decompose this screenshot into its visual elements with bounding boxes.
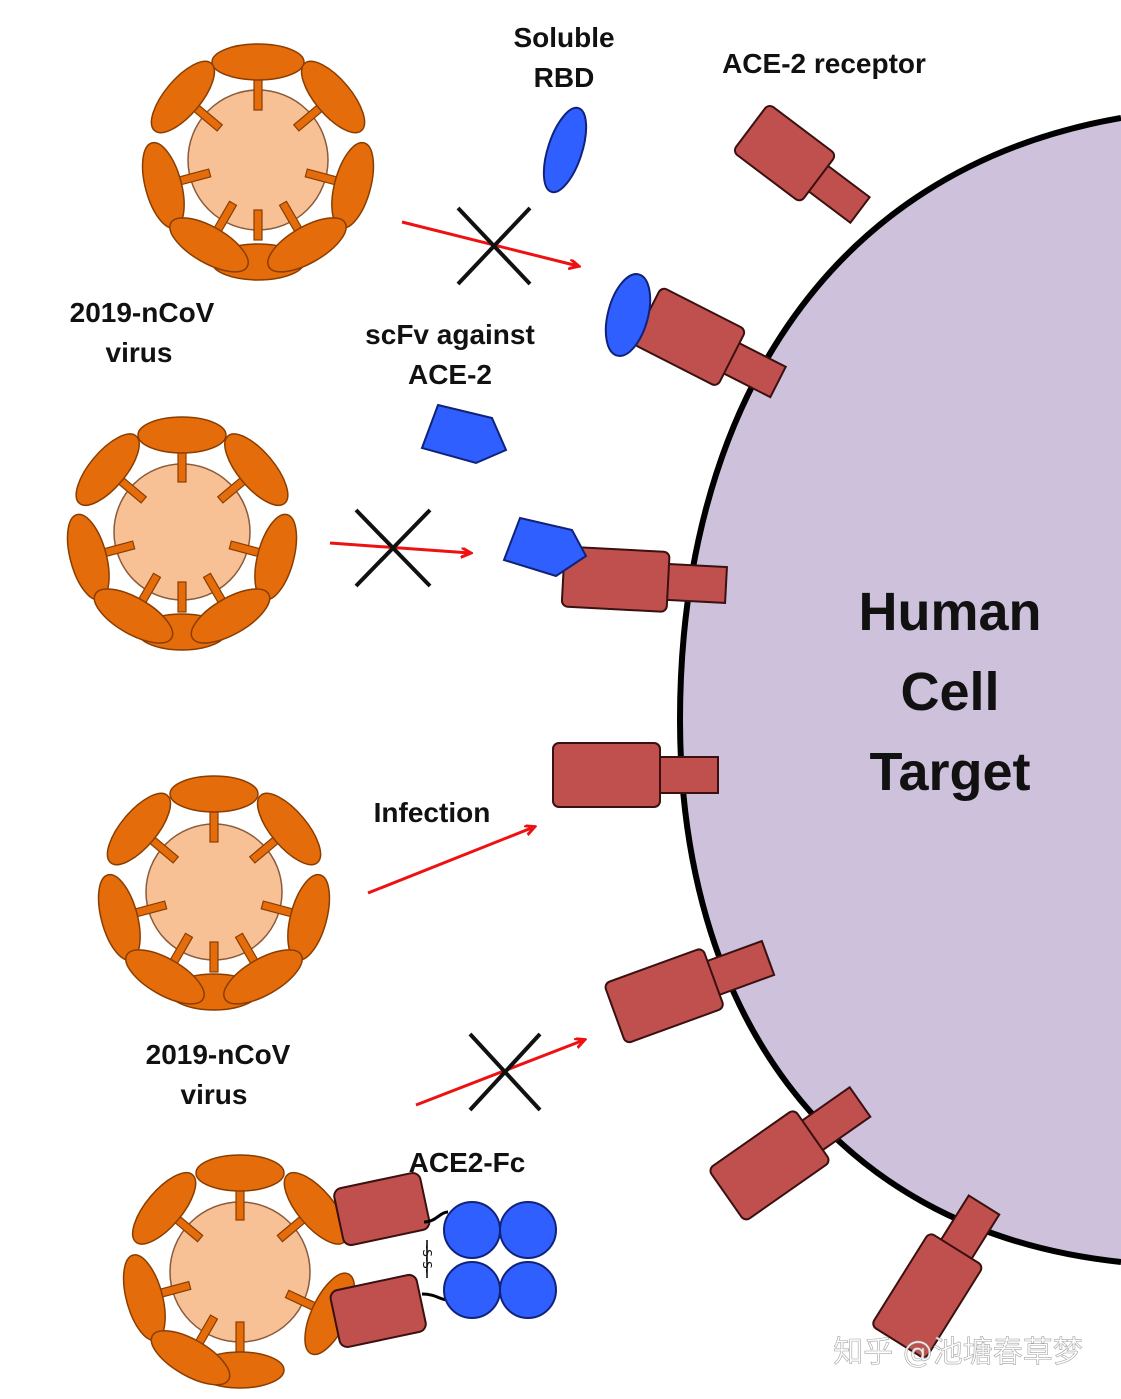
ace2-receptor-5 [604,939,776,1044]
block-mark-3 [468,1032,542,1112]
bound-scfv [502,516,588,578]
cell-membrane [676,115,1121,1265]
label-virus-bottom-2: virus [181,1079,248,1110]
label-infection: Infection [374,797,491,828]
label-disulfide: -S-S- [420,1245,434,1273]
bound-rbd [604,273,652,357]
ace2-fc-construct [329,1171,557,1349]
label-cell: Cell [900,662,999,722]
label-target: Target [869,742,1030,802]
label-scfv-2: ACE-2 [408,359,492,390]
ace2-receptor-3 [560,545,728,613]
virus-bottom [122,1154,356,1389]
arrow-fc-blocked [415,1040,584,1107]
label-virus-bottom-1: 2019-nCoV [146,1039,291,1070]
soluble-rbd [542,106,588,194]
label-human: Human [858,582,1041,642]
watermark: 知乎 @池塘春草梦 [833,1335,1083,1370]
label-rbd: RBD [534,62,595,93]
virus-infecting [97,775,331,1011]
label-ace2-fc: ACE2-Fc [409,1147,526,1178]
virus-top [141,43,375,281]
block-mark-2 [354,508,432,588]
ace2-receptor-1 [733,104,872,225]
ace2-receptor-2 [633,287,788,399]
label-scfv-1: scFv against [365,319,535,350]
human-cell [680,118,1121,1399]
ace2-receptor-6 [709,1085,872,1221]
ace2-receptor-4 [552,742,719,808]
arrow-infection [367,827,534,895]
block-mark-1 [456,206,532,286]
label-ace2-receptor: ACE-2 receptor [722,48,926,79]
label-virus-top-2: virus [106,337,173,368]
ace2-receptor-7 [872,1194,1001,1359]
scfv-fragment [420,403,508,465]
label-virus-top-1: 2019-nCoV [70,297,215,328]
virus-middle [66,416,298,651]
label-soluble: Soluble [513,22,614,53]
arrow-scfv-blocked [329,541,470,553]
